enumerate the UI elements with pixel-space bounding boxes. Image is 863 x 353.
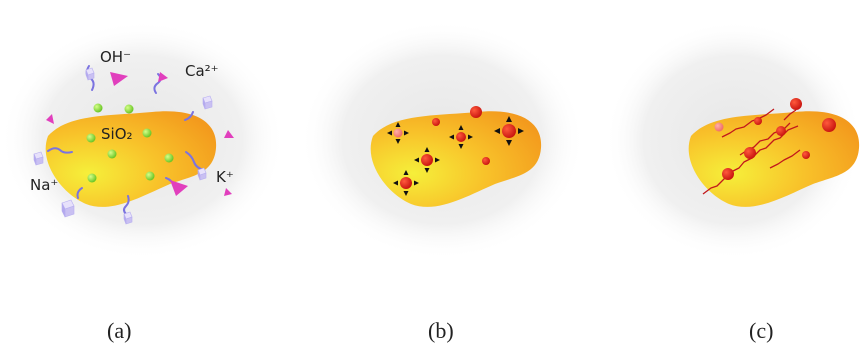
red-dot (790, 98, 802, 110)
red-dots-c (714, 98, 836, 180)
cube-ion (85, 67, 95, 81)
expansion-arrows (387, 116, 524, 196)
label-oh: OH⁻ (100, 48, 131, 66)
red-dot (400, 177, 412, 189)
expansion-arrow-set (393, 170, 419, 196)
green-dot (107, 149, 117, 159)
red-dot (432, 118, 440, 126)
crack (769, 149, 801, 169)
caption-c: (c) (749, 318, 774, 343)
label-na: Na⁺ (30, 176, 58, 194)
ion-tail (184, 111, 194, 121)
green-dot (142, 128, 152, 138)
green-dot (145, 171, 155, 181)
ion-tail (185, 151, 205, 171)
red-dot (744, 147, 756, 159)
green-dot (93, 103, 103, 113)
caption-b: (b) (428, 318, 454, 343)
green-dots (86, 103, 174, 183)
pink-dot (714, 122, 724, 132)
red-dot (470, 106, 482, 118)
pink-dot (393, 128, 403, 138)
triangle-ion (224, 188, 232, 196)
ion-tail (123, 195, 130, 215)
red-dots-b (393, 106, 516, 189)
cube-ion (61, 199, 75, 218)
triangle-ion (158, 72, 168, 82)
cube-ion (202, 95, 213, 110)
red-dot (482, 157, 490, 165)
expansion-arrow-set (414, 147, 440, 173)
green-dot (124, 104, 134, 114)
label-ca: Ca²⁺ (185, 62, 219, 80)
triangle-ion (224, 130, 234, 138)
ion-tail (47, 147, 73, 154)
label-sio2: SiO₂ (101, 125, 133, 143)
red-dot (421, 154, 433, 166)
red-dot (502, 124, 516, 138)
triangle-ion (170, 180, 188, 196)
triangle-ion (110, 72, 128, 86)
cube-ion (197, 167, 207, 181)
expansion-arrow-set (449, 125, 473, 149)
expansion-arrow-set (387, 122, 409, 144)
red-dot (456, 132, 466, 142)
expansion-arrow-set (494, 116, 524, 146)
red-dot (776, 126, 786, 136)
green-dot (164, 153, 174, 163)
cube-ion (33, 151, 44, 166)
green-dot (87, 173, 97, 183)
red-dot (754, 117, 762, 125)
panel-c (605, 20, 863, 260)
crack (721, 108, 775, 138)
green-dot (86, 133, 96, 143)
ion-cubes (33, 67, 213, 225)
label-k: K⁺ (216, 168, 234, 186)
panel-b (300, 20, 585, 260)
red-dot (802, 151, 810, 159)
crack (702, 125, 799, 195)
caption-a: (a) (107, 318, 132, 343)
red-dot (722, 168, 734, 180)
crack (783, 109, 797, 121)
red-dot (822, 118, 836, 132)
cube-ion (123, 211, 133, 225)
ion-triangles (46, 72, 234, 196)
panel-a: OH⁻ Ca²⁺ SiO₂ Na⁺ K⁺ (0, 20, 285, 260)
triangle-ion (46, 114, 54, 124)
ion-tail (76, 187, 83, 199)
